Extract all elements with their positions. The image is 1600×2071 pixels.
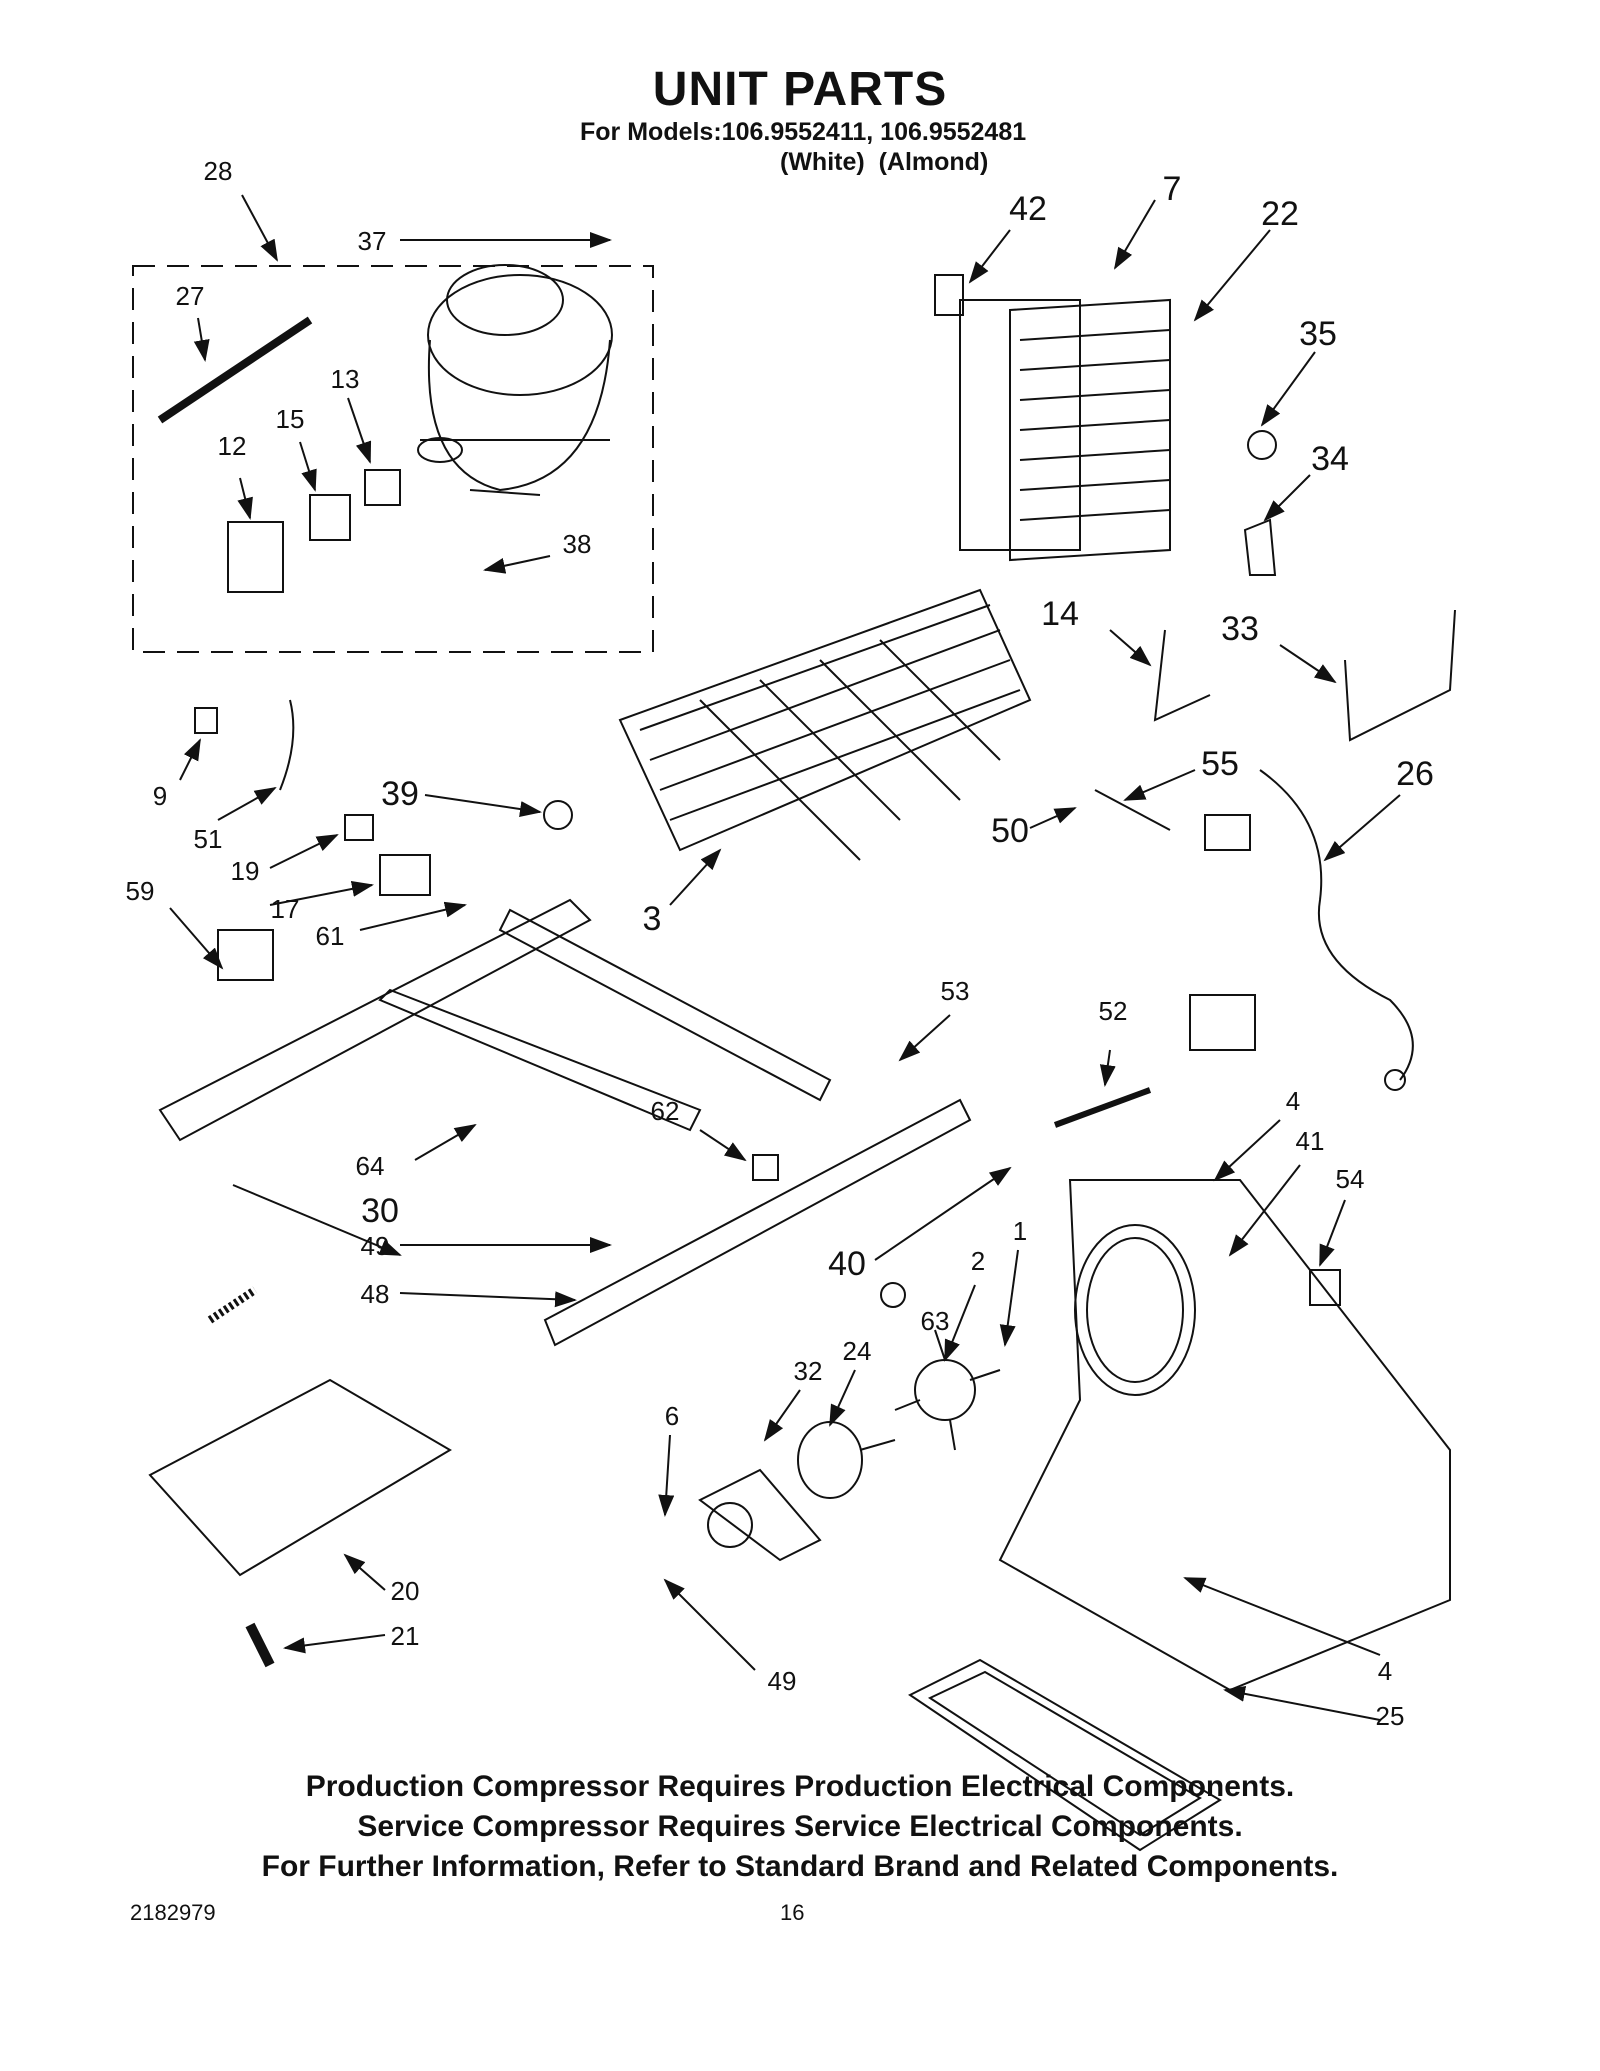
callout-label: 22 (1261, 195, 1299, 233)
callout-label: 48 (361, 1279, 390, 1309)
callout-label: 54 (1336, 1164, 1365, 1194)
thermostat-35 (1247, 430, 1277, 460)
callout-label: 41 (1296, 1126, 1325, 1156)
harness-plug (1189, 994, 1256, 1051)
callout-label: 1 (1013, 1216, 1027, 1246)
callout-label: 37 (358, 226, 387, 256)
callout-label: 50 (991, 812, 1029, 850)
callout-label: 13 (331, 364, 360, 394)
callout-label: 14 (1041, 595, 1079, 633)
callout-label: 42 (1009, 190, 1047, 228)
callout-label: 62 (651, 1096, 680, 1126)
compressor-kit-box (132, 265, 654, 653)
callout-label: 63 (921, 1306, 950, 1336)
part-9 (194, 707, 218, 734)
callout-label: 32 (794, 1356, 823, 1386)
part-42 (934, 274, 964, 316)
callout-label: 9 (153, 781, 167, 811)
callout-label: 4 (1378, 1656, 1392, 1686)
callout-label: 2 (971, 1246, 985, 1276)
harness-coil (1384, 1069, 1406, 1091)
callout-label: 3 (643, 900, 662, 938)
note-line-3: For Further Information, Refer to Standa… (261, 1850, 1339, 1883)
part-19 (344, 814, 374, 841)
insulation-pad (148, 1378, 452, 1577)
callout-label: 51 (194, 824, 223, 854)
models-line: For Models:106.9552411, 106.9552481 (580, 118, 1027, 146)
colors-line: (White) (Almond) (780, 148, 989, 176)
callout-label: 40 (828, 1245, 866, 1283)
callout-label: 33 (1221, 610, 1259, 648)
callout-label: 24 (843, 1336, 872, 1366)
page-title: UNIT PARTS (652, 63, 948, 116)
callout-label: 21 (391, 1621, 420, 1651)
fan-blade (894, 1329, 1001, 1451)
motor-mount (707, 1502, 753, 1548)
relay-12 (227, 521, 284, 593)
fan-motor (797, 1421, 896, 1499)
note-line-1: Production Compressor Requires Productio… (305, 1770, 1295, 1803)
callout-label: 7 (1163, 170, 1182, 208)
callout-label: 25 (1376, 1701, 1405, 1731)
harness-connector (1204, 814, 1251, 851)
spring-21 (245, 1622, 275, 1668)
callout-label: 28 (204, 156, 233, 186)
wire-14 (1153, 629, 1211, 722)
part-59 (217, 929, 274, 981)
callout-label: 34 (1311, 440, 1349, 478)
clip-34 (1243, 518, 1277, 576)
callout-label: 27 (176, 281, 205, 311)
callout-label: 52 (1099, 996, 1128, 1026)
callout-label: 17 (271, 894, 300, 924)
tube-33 (1344, 609, 1456, 742)
clip-62 (752, 1154, 779, 1181)
wire-harness (1259, 769, 1414, 1081)
document-number: 2182979 (130, 1900, 216, 1925)
callout-label: 49 (768, 1666, 797, 1696)
evaporator-coil (959, 298, 1171, 562)
callout-label: 30 (361, 1192, 399, 1230)
callout-label: 35 (1299, 315, 1337, 353)
callout-label: 12 (218, 431, 247, 461)
drain-pan (908, 1658, 1222, 1852)
callout-label: 55 (1201, 745, 1239, 783)
callout-label: 20 (391, 1576, 420, 1606)
cable-tie-52 (1053, 1087, 1152, 1128)
callout-label: 59 (126, 876, 155, 906)
callout-label: 39 (381, 775, 419, 813)
callout-label: 61 (316, 921, 345, 951)
nut-63 (880, 1282, 906, 1308)
page-number: 16 (780, 1900, 805, 1925)
callout-label: 64 (356, 1151, 385, 1181)
callout-label: 6 (665, 1401, 679, 1431)
motor-bracket (698, 1468, 822, 1562)
part-13 (364, 469, 401, 506)
fan-bracket-base (998, 1179, 1451, 1692)
callout-label: 15 (276, 404, 305, 434)
part-17 (379, 854, 431, 896)
tube-51 (279, 699, 295, 791)
compressor (417, 264, 613, 496)
drier-27 (157, 316, 313, 424)
callout-label: 49 (361, 1231, 390, 1261)
callout-label: 53 (941, 976, 970, 1006)
callout-label: 38 (563, 529, 592, 559)
grommet-39 (543, 800, 573, 830)
bracket-50 (1094, 789, 1171, 831)
callout-label: 26 (1396, 755, 1434, 793)
condenser-coil (618, 588, 1032, 861)
wire-nut-54 (1309, 1269, 1341, 1306)
callout-label: 19 (231, 856, 260, 886)
spring-64 (207, 1286, 258, 1324)
part-15 (309, 494, 351, 541)
base-rails (158, 898, 972, 1347)
callout-label: 4 (1286, 1086, 1300, 1116)
note-line-2: Service Compressor Requires Service Elec… (357, 1810, 1243, 1843)
